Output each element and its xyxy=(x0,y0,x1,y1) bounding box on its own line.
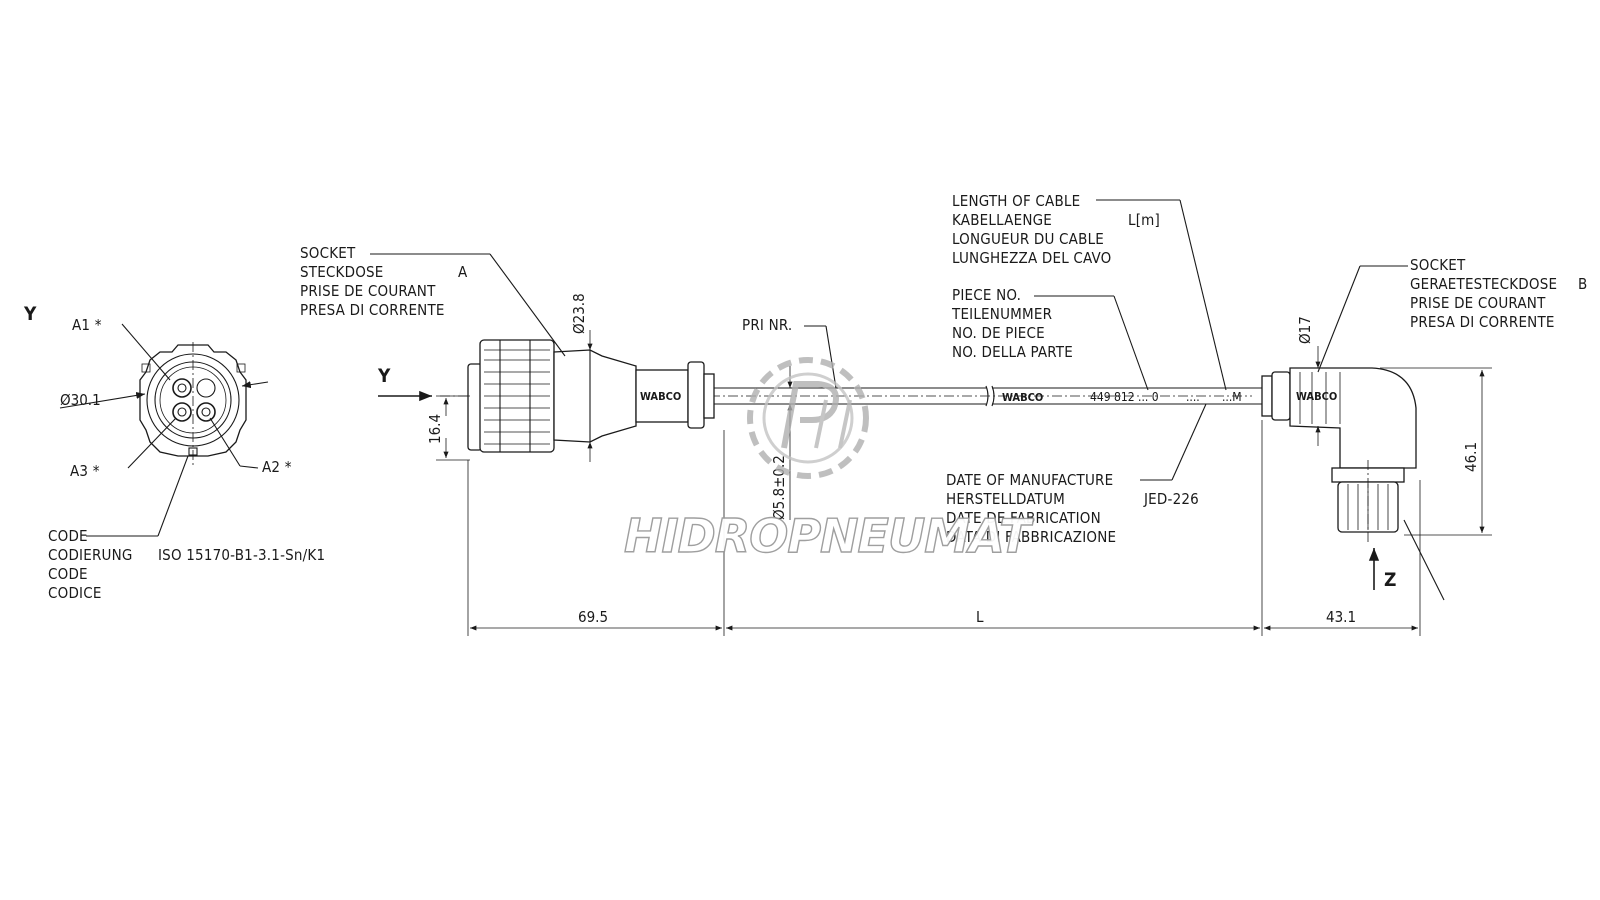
watermark-text: HIDROPNEUMAT xyxy=(624,509,1034,563)
cable-dots: .... xyxy=(1186,390,1200,404)
code-label-0: CODE xyxy=(48,527,88,545)
dim-diameter-leader-right xyxy=(241,381,269,389)
dim-d46-1: 46.1 xyxy=(1462,442,1480,472)
manufacture-label-0: DATE OF MANUFACTURE xyxy=(946,471,1113,489)
leader-code xyxy=(157,455,189,537)
socket-b-callout: SOCKET GERAETESTECKDOSE PRISE DE COURANT… xyxy=(1317,256,1587,373)
code-iso-value: ISO 15170-B1-3.1-Sn/K1 xyxy=(158,546,325,564)
leader-length xyxy=(1179,199,1227,391)
pin-empty xyxy=(196,378,216,398)
socket-b-brand: WABCO xyxy=(1296,390,1337,403)
socket-b-collar xyxy=(1271,371,1291,421)
cable-length-label-1: KABELLAENGE xyxy=(952,211,1052,229)
code-label-3: CODICE xyxy=(48,584,102,602)
pin-a2-label: A2 * xyxy=(262,458,292,476)
socket-a-brand: WABCO xyxy=(640,390,681,403)
code-label-2: CODE xyxy=(48,565,88,583)
pri-nr-label: PRI NR. xyxy=(742,316,792,334)
dim-diameter-label: Ø30.1 xyxy=(60,391,101,409)
piece-no-label-1: TEILENUMMER xyxy=(951,305,1052,323)
watermark-gear-logo xyxy=(747,357,869,479)
socket-a-body xyxy=(553,349,637,443)
cable-length-callout: LENGTH OF CABLE KABELLAENGE LONGUEUR DU … xyxy=(952,192,1227,391)
dim-d69-5: 69.5 xyxy=(578,608,608,626)
pin-a3-label: A3 * xyxy=(70,462,100,480)
arrow-z-label: Z xyxy=(1384,569,1396,591)
socket-b-letter: B xyxy=(1578,275,1587,293)
leader-socket-a xyxy=(489,253,566,357)
cable-piece-number: 449 812 ... 0 xyxy=(1090,390,1159,404)
dim-d16-4: 16.4 xyxy=(426,414,444,444)
socket-b-connector: WABCO xyxy=(1261,367,1417,545)
leader-a1 xyxy=(121,323,171,381)
dim-d43-1: 43.1 xyxy=(1326,608,1356,626)
pin-a2-core xyxy=(201,407,211,417)
socket-a-label-3: PRESA DI CORRENTE xyxy=(300,301,445,319)
pin-a3-core xyxy=(177,407,187,417)
leader-z-section xyxy=(1403,519,1445,601)
leader-piece xyxy=(1113,295,1149,391)
socket-b-label-0: SOCKET xyxy=(1410,256,1466,274)
manufacture-label-3: DATA DI FABBRICAZIONE xyxy=(946,528,1116,546)
piece-no-label-3: NO. DELLA PARTE xyxy=(952,343,1073,361)
cable-brand: WABCO xyxy=(1002,391,1043,404)
pin-a1-core xyxy=(177,383,187,393)
leader-a2-h xyxy=(239,465,259,469)
socket-a-label-1: STECKDOSE xyxy=(300,263,384,281)
view-label-y: Y xyxy=(23,303,37,325)
tab-right xyxy=(236,363,246,373)
manufacture-callout: DATE OF MANUFACTURE HERSTELLDATUM DATE D… xyxy=(946,403,1207,546)
socket-a-strain-relief xyxy=(703,373,715,419)
cable-meter: ...M xyxy=(1222,390,1242,404)
leader-a3 xyxy=(127,417,177,469)
cable-length-label-3: LUNGHEZZA DEL CAVO xyxy=(952,249,1111,267)
socket-a-collar xyxy=(687,361,705,429)
pri-nr-callout: PRI NR. xyxy=(742,316,837,389)
socket-b-label-1: GERAETESTECKDOSE xyxy=(1410,275,1557,293)
cable-length-label-2: LONGUEUR DU CABLE xyxy=(952,230,1104,248)
code-label-1: CODIERUNG xyxy=(48,546,133,564)
dim-d17: Ø17 xyxy=(1296,316,1314,344)
watermark: HIDROPNEUMAT xyxy=(623,357,1036,564)
dim-diameter-leader-left xyxy=(59,391,146,409)
pin-a1 xyxy=(172,378,192,398)
dimensions: Ø23.8 Ø17 16.4 Ø5.8±0.2 46.1 69.5 L xyxy=(426,293,1492,636)
manufacture-label-2: DATE DE FABRICATION xyxy=(946,509,1101,527)
leader-a2 xyxy=(209,417,241,467)
front-view-y: Y A1 * A3 * A2 * Ø30.1 CODE COD xyxy=(23,303,325,602)
manufacture-std: JED-226 xyxy=(1143,490,1199,508)
socket-a-label-2: PRISE DE COURANT xyxy=(300,282,436,300)
manufacture-label-1: HERSTELLDATUM xyxy=(946,490,1065,508)
leader-manufacture xyxy=(1171,403,1207,481)
pin-a2 xyxy=(196,402,216,422)
dim-d23-8: Ø23.8 xyxy=(570,293,588,334)
socket-a-neck xyxy=(635,369,689,423)
arrow-y-label: Y xyxy=(377,365,391,387)
socket-b-strain-relief xyxy=(1261,375,1273,417)
side-view: Y WABCO xyxy=(377,339,1445,601)
socket-a-label-0: SOCKET xyxy=(300,244,356,262)
leader-socket-b xyxy=(1317,265,1361,373)
pin-a3 xyxy=(172,402,192,422)
tab-left xyxy=(141,363,151,373)
leader-pri xyxy=(825,325,837,389)
piece-no-label-0: PIECE NO. xyxy=(952,286,1021,304)
socket-a-connector: WABCO xyxy=(467,339,715,453)
dim-l: L xyxy=(976,608,984,626)
socket-a-callout: SOCKET STECKDOSE PRISE DE COURANT PRESA … xyxy=(300,244,566,357)
socket-b-label-3: PRESA DI CORRENTE xyxy=(1410,313,1555,331)
socket-b-elbow xyxy=(1289,367,1417,469)
socket-a-letter: A xyxy=(458,263,468,281)
piece-no-callout: PIECE NO. TEILENUMMER NO. DE PIECE NO. D… xyxy=(951,286,1149,391)
pin-a1-label: A1 * xyxy=(72,316,102,334)
piece-no-label-2: NO. DE PIECE xyxy=(952,324,1045,342)
cable-length-unit: L[m] xyxy=(1128,211,1160,229)
socket-b-label-2: PRISE DE COURANT xyxy=(1410,294,1546,312)
cable-length-label-0: LENGTH OF CABLE xyxy=(952,192,1080,210)
